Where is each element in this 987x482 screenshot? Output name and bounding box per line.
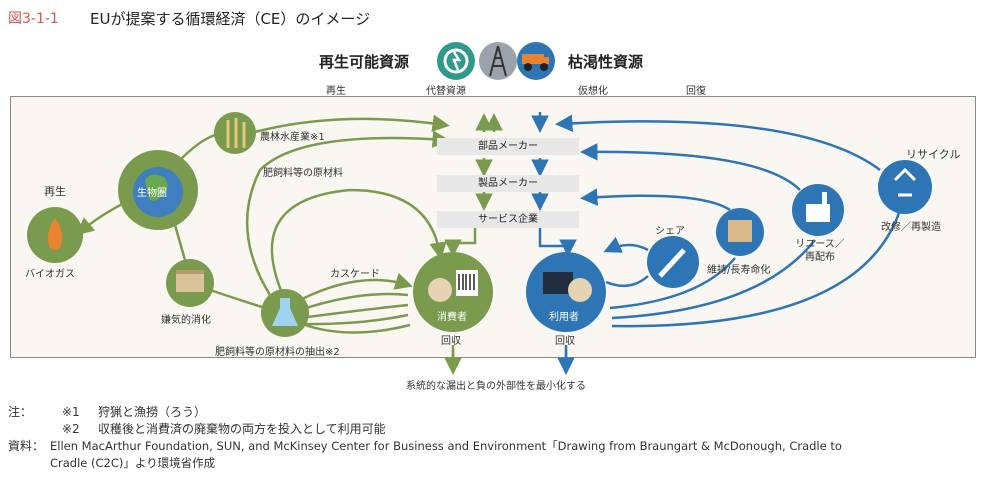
- product-manufacturer-box: 製品メーカー: [437, 175, 579, 192]
- oil-rig-icon: [479, 42, 517, 80]
- finite-resources-label: 枯渇性資源: [568, 53, 644, 71]
- figure-number: 図3-1-1: [8, 11, 59, 27]
- flow-user-maintain: [609, 257, 736, 310]
- flow-reuse-product: [580, 143, 801, 191]
- flow-user-share: [605, 275, 649, 288]
- anaerobic-node: [166, 259, 214, 307]
- label-substitute: 代替資源: [426, 86, 466, 97]
- maintain-label: 維持/長寿命化: [707, 265, 771, 276]
- parts-manufacturer-box: 部品メーカー: [437, 138, 579, 155]
- note-2: 収穫後と消費済の廃棄物の両方を投入として利用可能: [98, 422, 386, 436]
- feedstock-label: 肥飼料等の原材料: [263, 168, 343, 179]
- source-line-1: Ellen MacArthur Foundation, SUN, and McK…: [50, 439, 842, 453]
- service-company-box: サービス企業: [437, 211, 579, 228]
- note-1-mark: ※1: [62, 405, 80, 419]
- share-node: [647, 236, 699, 288]
- flow-feedstock-consumer: [270, 188, 447, 301]
- label-virtualize: 仮想化: [578, 86, 608, 97]
- notes-label: 注：: [8, 405, 33, 419]
- flow-biosphere-agri: [179, 133, 216, 161]
- extraction-node: [261, 289, 309, 337]
- flow-biosphere-anaerobic: [173, 224, 187, 261]
- agriculture-label: 農林水産業※1: [260, 132, 325, 143]
- reuse-node: [792, 184, 844, 236]
- flow-maintain-service: [580, 188, 731, 212]
- flow-user-reuse: [611, 239, 816, 320]
- extraction-label: 肥飼料等の原材料の抽出※2: [215, 347, 340, 358]
- flow-service-user: [538, 228, 577, 257]
- minimize-label: 系統的な漏出と負の外部性を最小化する: [406, 381, 586, 392]
- collect-label-blue: 回収: [555, 336, 575, 347]
- agriculture-node: [214, 112, 256, 154]
- collect-label-green: 回収: [441, 336, 461, 347]
- flow-share-user: [603, 236, 649, 253]
- anaerobic-label: 嫌気的消化: [161, 315, 211, 326]
- figure-title: EUが提案する循環経済（CE）のイメージ: [90, 10, 371, 28]
- flow-recycle-parts: [555, 114, 881, 172]
- flow-service-consumer: [444, 228, 477, 257]
- flow-cascade-2: [299, 292, 409, 312]
- resource-icons: [437, 42, 555, 80]
- biosphere-node: [118, 150, 198, 230]
- cascade-label: カスケード: [330, 269, 380, 280]
- label-restore: 回復: [686, 86, 706, 97]
- biosphere-label: 生物圏: [137, 188, 167, 199]
- source-label: 資料：: [8, 439, 45, 453]
- share-label: シェア: [655, 226, 685, 237]
- flow-cascade-4: [299, 313, 409, 326]
- regen-label: 再生: [44, 185, 66, 198]
- flow-cascade-1: [299, 272, 413, 302]
- reuse-label: リユース／ 再配布: [795, 239, 845, 263]
- renewable-energy-icon: [437, 42, 475, 80]
- mining-truck-icon: [517, 42, 555, 80]
- recycle-label: リサイクル: [906, 148, 961, 161]
- renewable-resources-label: 再生可能資源: [319, 53, 410, 71]
- source-line-2: Cradle (C2C)」より環境省作成: [50, 456, 216, 470]
- user-label: 利用者: [549, 312, 579, 323]
- flow-anaerobic-extract: [209, 288, 266, 310]
- flow-feedstock: [245, 130, 450, 296]
- note-2-mark: ※2: [62, 422, 80, 436]
- consumer-node: [413, 252, 493, 332]
- biogas-node: [27, 207, 83, 263]
- flow-consumer-extract: [304, 323, 411, 334]
- recycle-node: [878, 160, 932, 214]
- biogas-label: バイオガス: [25, 269, 75, 280]
- flow-cascade-3: [299, 303, 409, 320]
- refurbish-label: 改修／再製造: [881, 222, 941, 233]
- flow-agri-parts: [254, 114, 450, 134]
- maintain-node: [716, 208, 764, 256]
- note-1: 狩猟と漁撈（ろう）: [98, 405, 207, 419]
- flow-user-recycle: [611, 209, 902, 328]
- user-node: [526, 252, 606, 332]
- consumer-label: 消費者: [437, 312, 467, 323]
- label-regenerate: 再生: [326, 86, 346, 97]
